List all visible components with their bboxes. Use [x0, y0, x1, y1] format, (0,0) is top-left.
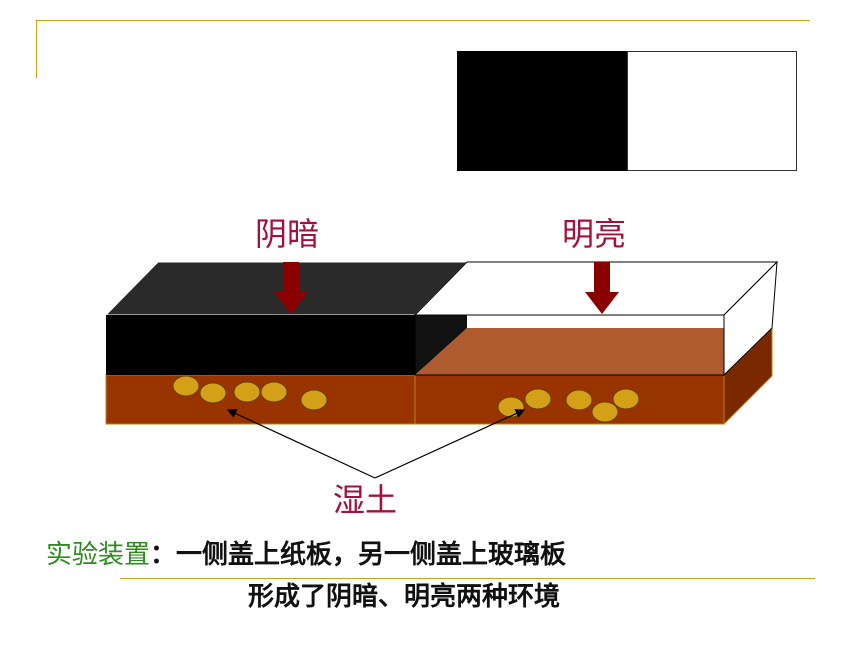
soil-label: 湿土 — [333, 481, 398, 519]
pebble — [565, 389, 593, 411]
decor-top-line — [36, 20, 810, 21]
pebble — [300, 389, 328, 411]
pebble — [524, 388, 552, 410]
pebble — [233, 381, 261, 403]
caption-line-1: 实验装置：一侧盖上纸板，另一侧盖上玻璃板 — [46, 542, 566, 568]
soil-pointer-left — [226, 409, 376, 479]
pebble — [591, 401, 619, 423]
pebble — [260, 381, 288, 403]
caption-text-1: ：一侧盖上纸板，另一侧盖上玻璃板 — [150, 540, 567, 570]
pebbles — [172, 375, 640, 423]
dark-label: 阴暗 — [255, 215, 320, 253]
dark-cover-front — [106, 315, 415, 375]
soil-pointer-right — [374, 409, 526, 479]
light-label: 明亮 — [562, 215, 627, 253]
caption-line-2: 形成了阴暗、明亮两种环境 — [248, 582, 561, 612]
light-swatch — [627, 51, 797, 171]
pebble — [172, 375, 200, 397]
caption-title: 实验装置 — [46, 540, 151, 570]
dark-swatch — [457, 51, 627, 171]
decor-bottom-line — [120, 578, 815, 579]
decor-left-line — [36, 20, 37, 78]
dark-arrow — [274, 262, 308, 314]
pebble — [199, 382, 227, 404]
pebble — [612, 388, 640, 410]
glass-cover-side — [723, 260, 778, 377]
soil-top-light — [415, 328, 772, 375]
light-arrow — [585, 262, 619, 314]
pebble — [497, 396, 525, 418]
